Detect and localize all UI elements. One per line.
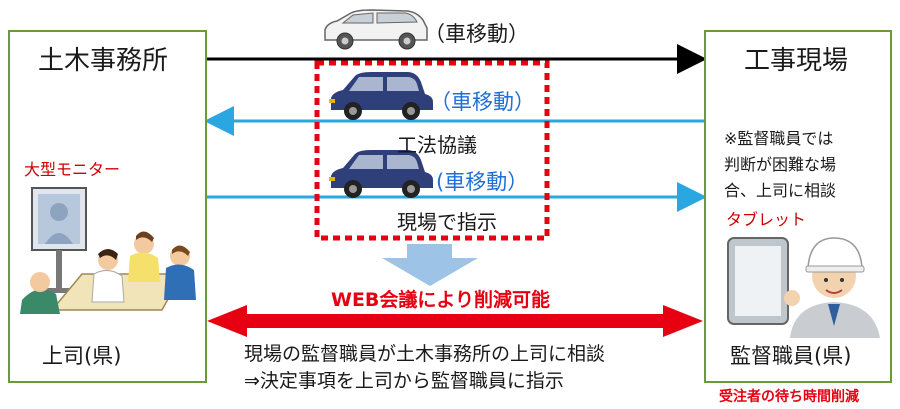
white-car-icon — [324, 9, 428, 50]
monitor-label: 大型モニター — [24, 160, 121, 179]
red-double-arrow — [207, 305, 703, 337]
site-title: 工事現場 — [744, 46, 849, 76]
dashed-group-box — [314, 60, 550, 241]
office-box: 土木事務所 大型モニター 上司(県) — [8, 30, 207, 383]
down-arrow — [382, 244, 478, 286]
meeting-illustration — [20, 187, 196, 314]
office-title: 土木事務所 — [38, 46, 169, 76]
blue-car-icon-2 — [329, 150, 433, 198]
site-note-line-2: 判断が困難な場 — [724, 155, 837, 174]
footer-text: 現場の監督職員が土木事務所の上司に相談 ⇒決定事項を上司から監督職員に指示 — [244, 341, 605, 395]
step-2-label: 現場で指示 — [397, 210, 497, 234]
footer-line-1: 現場の監督職員が土木事務所の上司に相談 — [244, 343, 606, 365]
step-1-label: 工法協議 — [397, 133, 477, 157]
boss-label: 上司(県) — [42, 344, 122, 368]
site-note-line-1: ※監督職員では — [724, 129, 834, 148]
supervisor-label: 監督職員(県) — [730, 344, 852, 368]
web-meeting-label: WEB会議により削減可能 — [331, 289, 551, 311]
worker-illustration — [727, 237, 880, 338]
blue-trip-label-1: （車移動） — [430, 90, 535, 114]
site-note-line-3: 合、上司に相談 — [724, 181, 837, 200]
footer-line-2: ⇒決定事項を上司から監督職員に指示 — [244, 370, 564, 392]
blue-car-icon-1 — [329, 72, 433, 120]
site-note: ※監督職員では 判断が困難な場 合、上司に相談 — [724, 126, 836, 204]
site-box: 工事現場 ※監督職員では 判断が困難な場 合、上司に相談 タブレット 監督職員(… — [704, 30, 892, 383]
blue-trip-label-2: (車移動） — [436, 170, 529, 194]
tablet-label: タブレット — [726, 210, 807, 229]
top-trip-label: （車移動） — [424, 22, 529, 46]
contractor-note: 受注者の待ち時間削減 — [719, 389, 859, 405]
